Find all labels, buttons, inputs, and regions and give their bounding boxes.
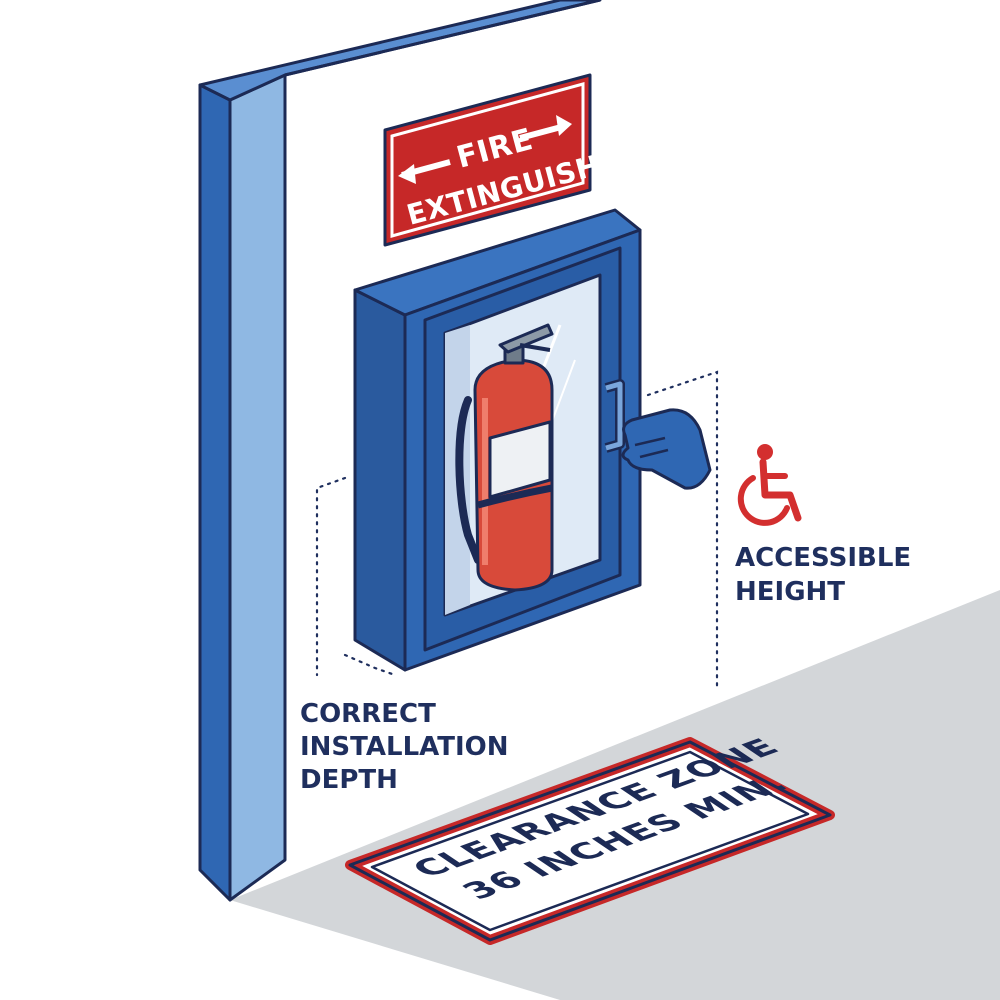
accessible-height-line-2: HEIGHT	[735, 577, 845, 607]
depth-guide-bottom-dots	[343, 653, 397, 677]
height-guide-dots	[646, 370, 719, 692]
hand-pointer-icon	[621, 408, 712, 490]
depth-label-line-3: DEPTH	[300, 765, 398, 795]
fire-extinguisher-icon	[455, 323, 554, 592]
depth-label-line-2: INSTALLATION	[300, 732, 509, 762]
cabinet-handle	[604, 379, 625, 453]
right-arrow-icon	[519, 115, 572, 141]
depth-label-line-1: CORRECT	[300, 699, 436, 729]
accessible-height-line-1: ACCESSIBLE	[735, 543, 911, 573]
depth-guide-dots	[315, 476, 347, 677]
left-arrow-icon	[398, 159, 451, 184]
wall-pillar	[198, 0, 602, 902]
wheelchair-icon	[737, 444, 802, 526]
